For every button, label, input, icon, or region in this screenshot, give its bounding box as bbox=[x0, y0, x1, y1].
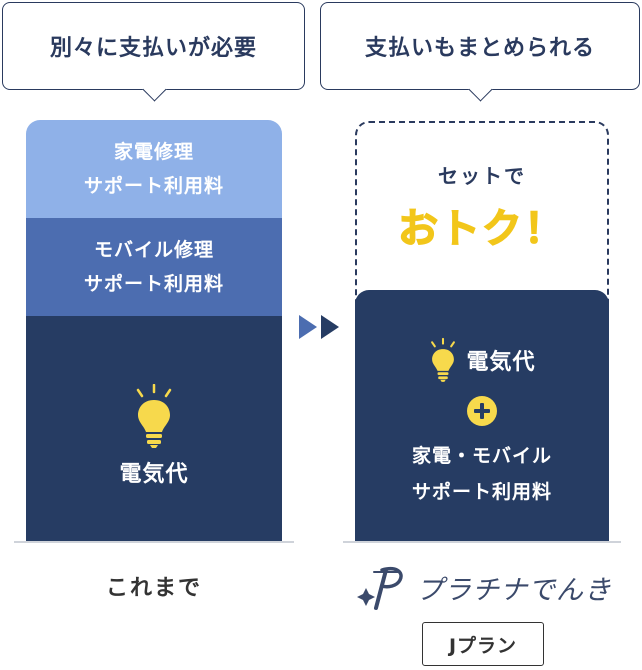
baseline-divider bbox=[343, 541, 621, 543]
electricity-label: 電気代 bbox=[119, 461, 189, 487]
before-stack: 家電修理 サポート利用料 モバイル修理 サポート利用料 電気代 bbox=[26, 120, 282, 541]
appliance-line-2: サポート利用料 bbox=[83, 175, 224, 197]
plan-badge: Jプラン bbox=[422, 622, 544, 666]
electricity-block: 電気代 bbox=[26, 316, 282, 541]
appliance-line-1: 家電修理 bbox=[113, 141, 194, 163]
combined-support-fees: 家電・モバイル サポート利用料 bbox=[355, 438, 609, 510]
bubble-separate-payment: 別々に支払いが必要 bbox=[2, 2, 305, 102]
brand-logo: プラチナでんき bbox=[352, 562, 622, 612]
bubble-separate-payment-text: 別々に支払いが必要 bbox=[49, 36, 257, 61]
before-caption: これまで bbox=[105, 576, 202, 601]
bulb-icon bbox=[431, 337, 456, 382]
combined-electricity-label: 電気代 bbox=[466, 350, 536, 375]
brand-name: プラチナでんき bbox=[416, 574, 612, 606]
combined-bill-block: 電気代 家電・モバイル サポート利用料 bbox=[355, 290, 609, 541]
plus-icon bbox=[467, 396, 497, 426]
appliance-support-block: 家電修理 サポート利用料 bbox=[26, 120, 282, 218]
bundle-savings-frame bbox=[355, 121, 609, 321]
set-discount-label: セットで bbox=[438, 164, 526, 188]
brand-logo-icon bbox=[357, 567, 403, 610]
mobile-line-1: モバイル修理 bbox=[93, 239, 214, 261]
bubble-tail bbox=[468, 77, 493, 102]
combined-support-line-1: 家電・モバイル bbox=[411, 445, 552, 467]
bubble-tail bbox=[141, 77, 167, 102]
otoku-label: おトク！ bbox=[397, 205, 566, 253]
combined-support-line-2: サポート利用料 bbox=[411, 481, 552, 503]
bubble-combined-payment: 支払いもまとめられる bbox=[320, 2, 640, 102]
baseline-divider bbox=[14, 541, 294, 543]
combined-electricity-row: 電気代 bbox=[355, 336, 609, 384]
bulb-icon bbox=[136, 383, 172, 448]
double-arrow-icon bbox=[299, 315, 339, 339]
mobile-support-block: モバイル修理 サポート利用料 bbox=[26, 218, 282, 316]
mobile-line-2: サポート利用料 bbox=[83, 273, 224, 295]
bubble-combined-payment-text: 支払いもまとめられる bbox=[364, 36, 595, 61]
